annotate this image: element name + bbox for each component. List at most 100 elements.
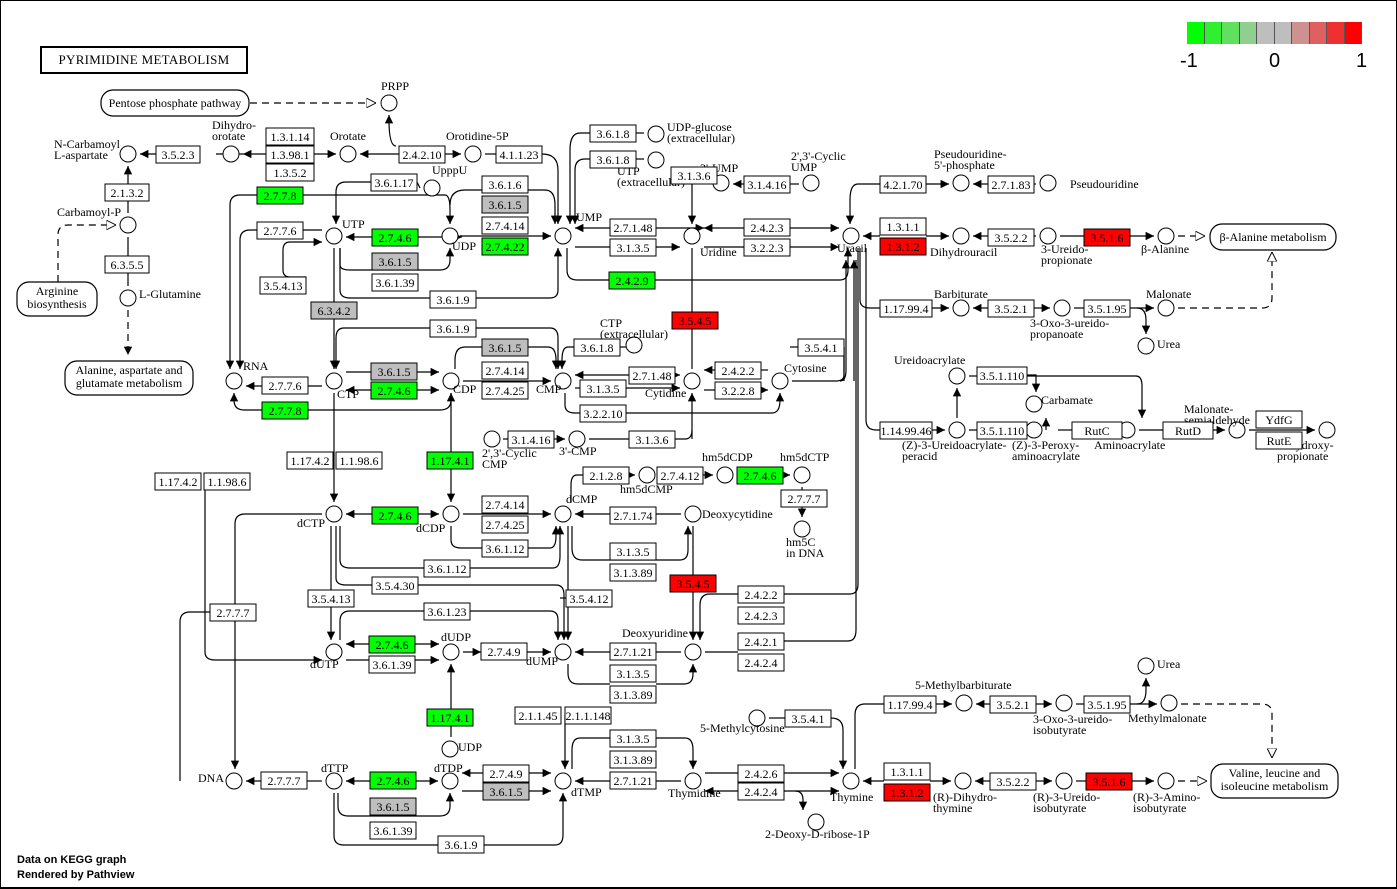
compound-node[interactable]: Orotate: [330, 129, 366, 163]
enzyme-box[interactable]: [310, 301, 358, 320]
compound-circle[interactable]: [225, 772, 243, 790]
enzyme-node[interactable]: 2.7.7.7: [260, 771, 308, 790]
enzyme-node[interactable]: 3.5.1.6: [1083, 228, 1131, 247]
compound-circle[interactable]: [442, 643, 460, 661]
compound-node[interactable]: Dihydrouracil: [930, 227, 998, 259]
compound-circle[interactable]: [807, 813, 825, 831]
compound-circle[interactable]: [554, 227, 572, 245]
enzyme-node[interactable]: 2.7.4.6: [368, 635, 416, 654]
enzyme-node[interactable]: 1.3.1.14: [265, 127, 315, 146]
compound-circle[interactable]: [1157, 772, 1175, 790]
enzyme-node[interactable]: RutD: [1162, 421, 1214, 440]
enzyme-box[interactable]: [1083, 695, 1131, 714]
enzyme-node[interactable]: 1.17.4.1: [426, 451, 474, 470]
enzyme-box[interactable]: [573, 338, 621, 357]
enzyme-box[interactable]: [307, 589, 355, 608]
pathway-map-link[interactable]: Pentose phosphate pathway: [100, 89, 250, 117]
enzyme-box[interactable]: [609, 642, 657, 661]
enzyme-node[interactable]: 3.6.1.5: [481, 338, 529, 357]
enzyme-node[interactable]: 3.6.1.5: [482, 782, 530, 801]
enzyme-node[interactable]: 3.6.1.39: [371, 273, 419, 292]
compound-node[interactable]: dCTP: [297, 505, 343, 530]
enzyme-box[interactable]: [369, 797, 417, 816]
compound-circle[interactable]: [554, 772, 572, 790]
compound-circle[interactable]: [1137, 657, 1155, 675]
enzyme-box[interactable]: [398, 145, 446, 164]
enzyme-node[interactable]: 3.5.2.2: [989, 772, 1037, 791]
compound-node[interactable]: β-Alanine: [1141, 227, 1189, 256]
enzyme-node[interactable]: 2.7.7.8: [256, 186, 304, 205]
enzyme-node[interactable]: 2.4.2.3: [737, 606, 785, 625]
enzyme-box[interactable]: [987, 299, 1035, 318]
compound-circle[interactable]: [380, 94, 398, 112]
enzyme-box[interactable]: [370, 362, 418, 381]
compound-node[interactable]: Ureidoacrylate: [894, 353, 966, 385]
compound-circle[interactable]: [568, 430, 586, 448]
enzyme-box[interactable]: [209, 603, 257, 622]
enzyme-node[interactable]: 2.4.2.3: [743, 218, 791, 237]
enzyme-box[interactable]: [883, 695, 937, 714]
enzyme-box[interactable]: [437, 835, 485, 854]
enzyme-box[interactable]: [879, 237, 927, 256]
compound-node[interactable]: Pseudouridine-5'-phosphate: [934, 147, 1007, 192]
enzyme-box[interactable]: [737, 764, 785, 783]
enzyme-node[interactable]: 1.3.5.2: [265, 163, 315, 182]
enzyme-node[interactable]: 2.4.2.1: [737, 632, 785, 651]
map-link-box[interactable]: [1210, 763, 1339, 799]
enzyme-box[interactable]: [1162, 421, 1214, 440]
enzyme-node[interactable]: 3.5.4.5: [669, 574, 717, 593]
enzyme-box[interactable]: [155, 145, 201, 164]
enzyme-box[interactable]: [780, 489, 828, 508]
enzyme-node[interactable]: 3.2.2.8: [714, 381, 762, 400]
compound-node[interactable]: PRPP: [380, 79, 409, 112]
enzyme-node[interactable]: 1.17.4.2: [286, 451, 334, 470]
enzyme-node[interactable]: 3.5.4.13: [259, 276, 307, 295]
enzyme-node[interactable]: 3.5.4.1: [797, 338, 845, 357]
compound-node[interactable]: (R)-3-Amino-isobutyrate: [1133, 772, 1200, 815]
enzyme-box[interactable]: [989, 695, 1037, 714]
enzyme-node[interactable]: 3.6.1.9: [437, 835, 485, 854]
compound-node[interactable]: UDP: [441, 740, 482, 758]
enzyme-node[interactable]: 2.7.4.6: [371, 228, 419, 247]
compound-node[interactable]: 3'-CMP: [559, 430, 597, 458]
pathway-map-link[interactable]: β-Alanine metabolism: [1209, 223, 1337, 251]
compound-node[interactable]: UDP-glucose(extracellular): [647, 120, 735, 145]
enzyme-node[interactable]: 3.5.2.1: [989, 695, 1037, 714]
enzyme-box[interactable]: [1071, 421, 1123, 440]
enzyme-node[interactable]: 3.5.1.95: [1083, 695, 1131, 714]
enzyme-box[interactable]: [481, 216, 529, 235]
enzyme-box[interactable]: [628, 366, 676, 385]
enzyme-box[interactable]: [564, 706, 612, 725]
enzyme-box[interactable]: [259, 276, 307, 295]
enzyme-node[interactable]: RutE: [1255, 431, 1303, 450]
enzyme-node[interactable]: 3.6.1.23: [423, 602, 471, 621]
compound-circle[interactable]: [1055, 772, 1073, 790]
enzyme-box[interactable]: [1255, 410, 1303, 429]
enzyme-box[interactable]: [426, 451, 474, 470]
compound-node[interactable]: 3-Oxo-3-ureido-propanoate: [1030, 299, 1109, 341]
compound-node[interactable]: (Z)-3-Ureidoacrylate-peracid: [902, 421, 1007, 463]
enzyme-node[interactable]: 2.4.2.2: [714, 361, 762, 380]
enzyme-box[interactable]: [256, 221, 304, 240]
compound-node[interactable]: Orotidine-5P: [446, 129, 509, 163]
compound-node[interactable]: dTMP: [554, 772, 602, 799]
enzyme-box[interactable]: [495, 145, 543, 164]
compound-node[interactable]: CTP(extracellular): [600, 316, 668, 354]
enzyme-node[interactable]: 3.6.1.9: [429, 319, 477, 338]
enzyme-node[interactable]: 3.6.1.5: [371, 252, 419, 271]
compound-circle[interactable]: [442, 505, 460, 523]
enzyme-node[interactable]: 2.7.1.48: [628, 366, 676, 385]
enzyme-node[interactable]: 1.1.98.6: [335, 451, 383, 470]
enzyme-box[interactable]: [265, 163, 315, 182]
compound-node[interactable]: Aminoacrylate: [1094, 421, 1165, 452]
enzyme-box[interactable]: [104, 183, 150, 202]
compound-circle[interactable]: [955, 694, 973, 712]
enzyme-box[interactable]: [371, 252, 419, 271]
enzyme-node[interactable]: 3.6.1.9: [429, 290, 477, 309]
enzyme-node[interactable]: 3.6.1.8: [589, 124, 637, 143]
enzyme-node[interactable]: 3.5.1.110: [976, 366, 1028, 385]
enzyme-node[interactable]: 3.6.1.5: [370, 362, 418, 381]
compound-circle[interactable]: [325, 505, 343, 523]
